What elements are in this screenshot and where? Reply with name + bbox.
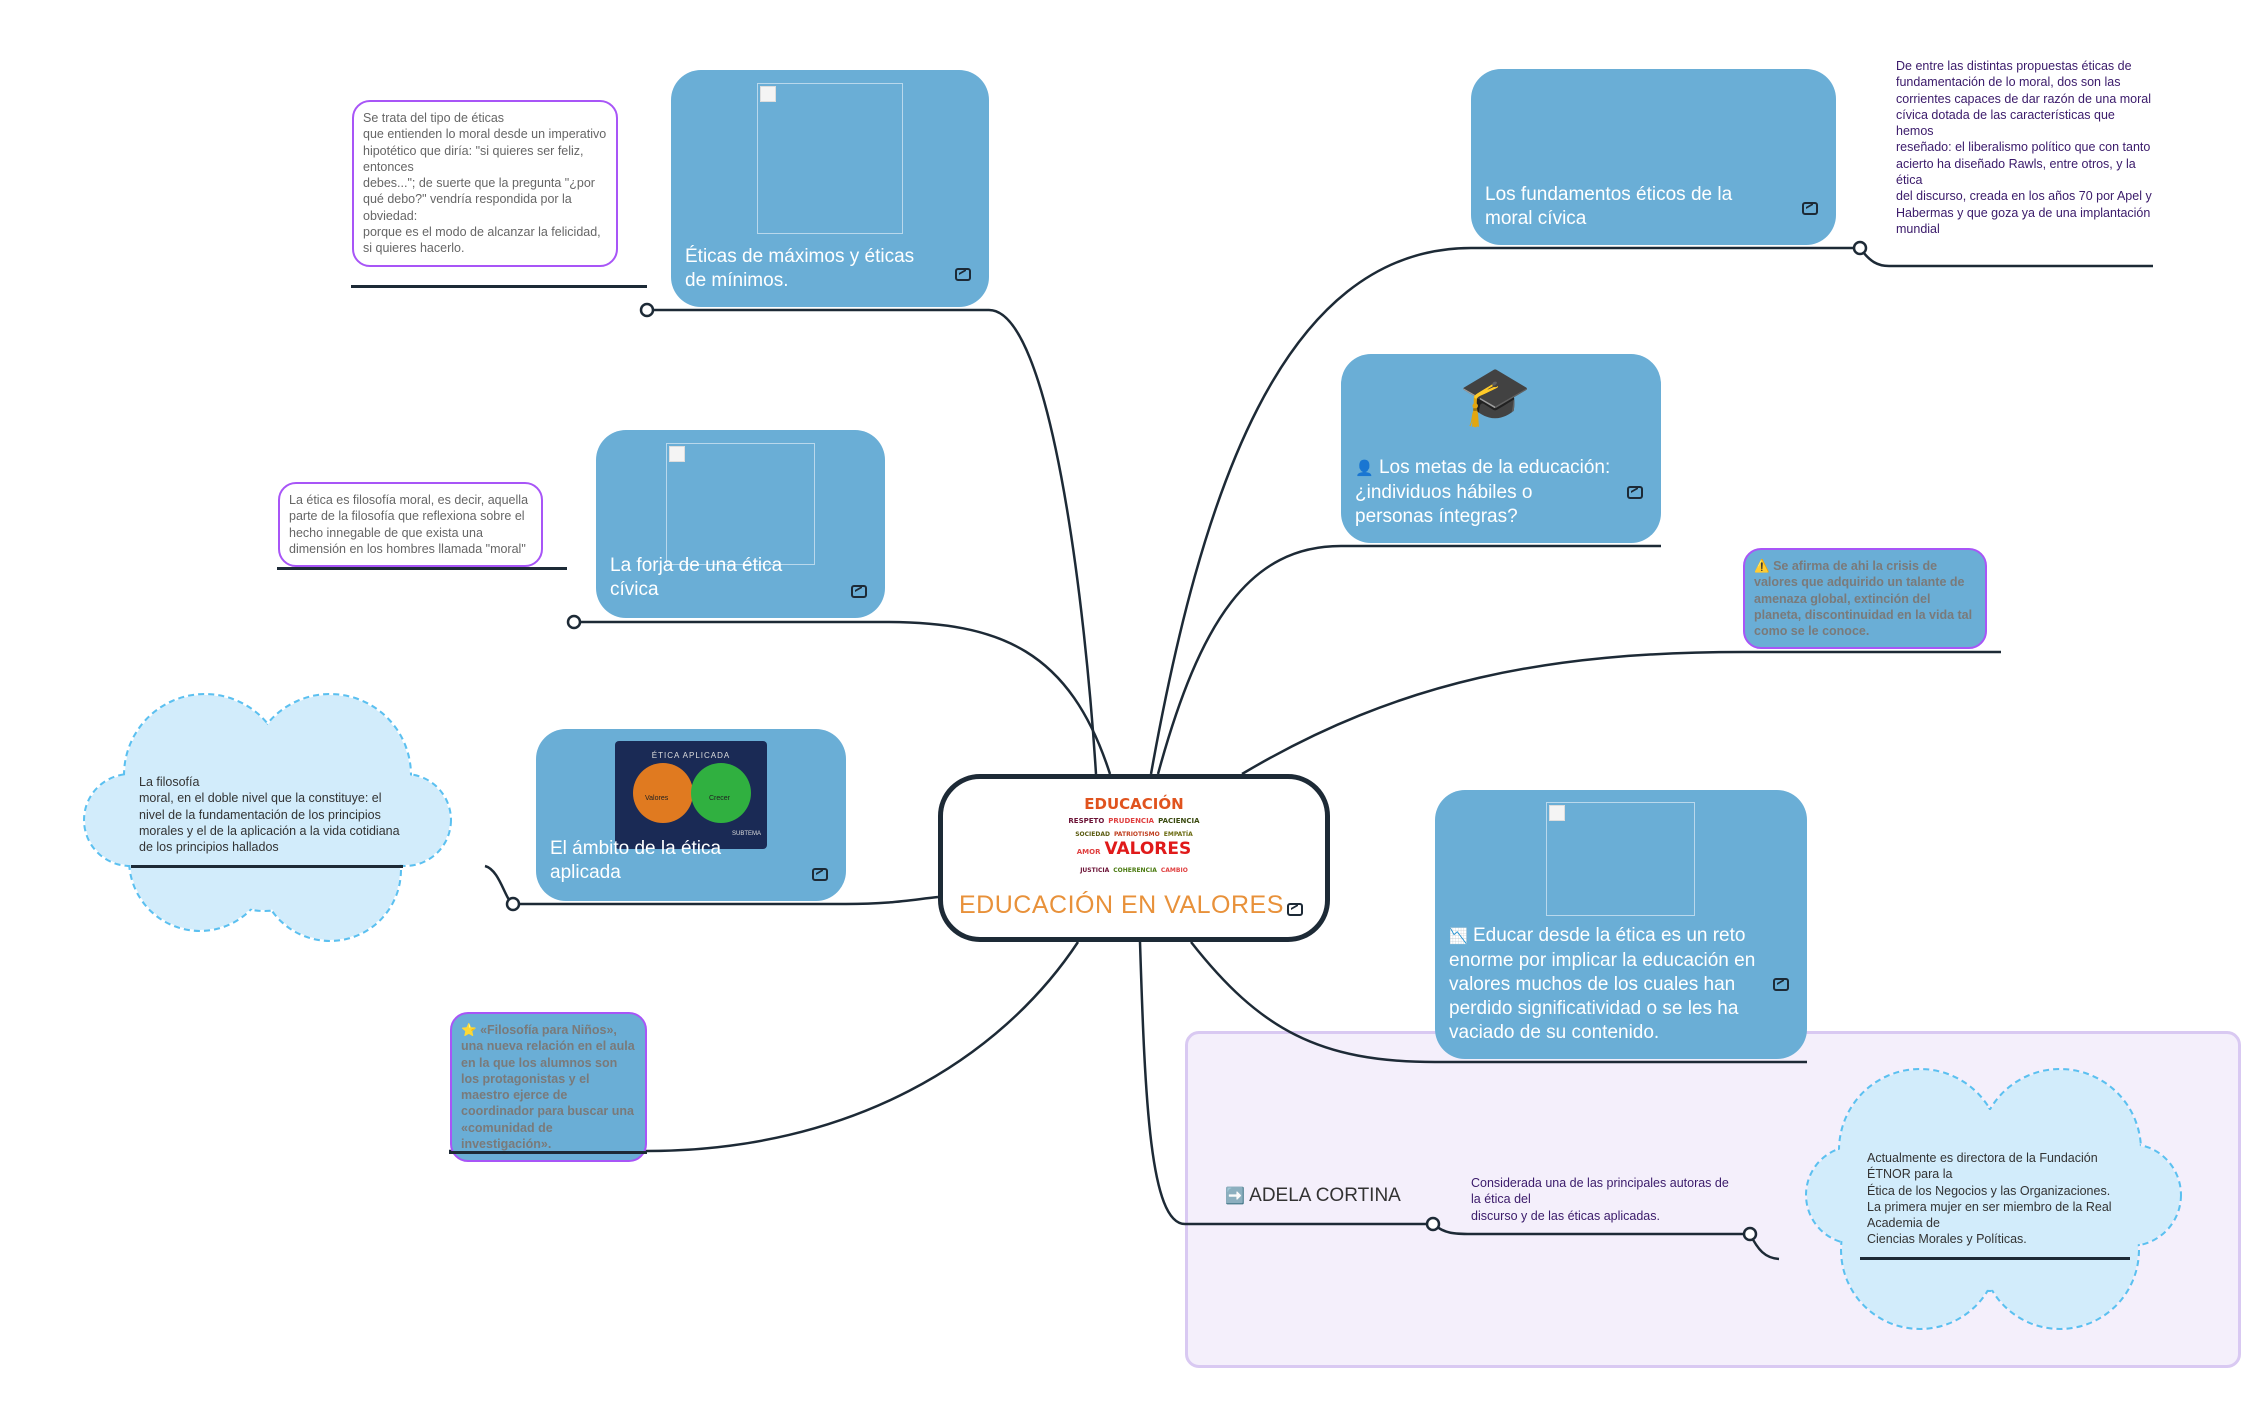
chart-icon: 📉 bbox=[1449, 928, 1468, 945]
edge-ninos bbox=[449, 941, 1080, 1153]
note-se-trata[interactable]: Se trata del tipo de éticas que entiende… bbox=[352, 100, 618, 267]
brain-left bbox=[633, 763, 693, 823]
word: AMOR bbox=[1076, 848, 1101, 856]
brain-right bbox=[691, 763, 751, 823]
note-la-etica[interactable]: La ética es filosofía moral, es decir, a… bbox=[278, 482, 543, 568]
word: VALORES bbox=[1104, 839, 1192, 859]
word: PATRIOTISMO bbox=[1113, 831, 1160, 838]
note-underline bbox=[1860, 1257, 2130, 1260]
word: COHERENCIA bbox=[1113, 867, 1157, 874]
word: CAMBIO bbox=[1160, 867, 1188, 874]
node-forja[interactable]: La forja de una ética cívica bbox=[596, 430, 885, 618]
image-icon[interactable] bbox=[955, 268, 971, 281]
image-icon[interactable] bbox=[812, 868, 828, 881]
edge-eticas-maximos bbox=[647, 308, 1098, 775]
image-icon[interactable] bbox=[1627, 486, 1643, 499]
collapse-handle[interactable] bbox=[566, 614, 582, 630]
node-label-wrap: 👤 Los metas de la educación: ¿individuos… bbox=[1355, 456, 1611, 529]
node-label-wrap: 📉 Educar desde la ética es un reto enorm… bbox=[1449, 924, 1757, 1045]
topic-adela-cortina[interactable]: ➡️ ADELA CORTINA bbox=[1225, 1185, 1401, 1207]
word: PRUDENCIA bbox=[1108, 817, 1155, 825]
node-educar[interactable]: 📉 Educar desde la ética es un reto enorm… bbox=[1435, 790, 1807, 1059]
node-metas[interactable]: 🎓 👤 Los metas de la educación: ¿individu… bbox=[1341, 354, 1661, 543]
note-de-entre[interactable]: De entre las distintas propuestas éticas… bbox=[1896, 59, 2152, 236]
collapse-handle[interactable] bbox=[639, 302, 655, 318]
node-label: La forja de una ética cívica bbox=[610, 555, 783, 600]
collapse-handle[interactable] bbox=[1425, 1216, 1441, 1232]
image-caption: SUBTEMA bbox=[731, 831, 761, 837]
edge-ambito bbox=[513, 895, 939, 906]
note-underline bbox=[351, 285, 647, 288]
warning-icon: ⚠️ bbox=[1754, 559, 1770, 573]
collapse-handle[interactable] bbox=[1742, 1226, 1758, 1242]
node-label: Educar desde la ética es un reto enorme … bbox=[1449, 925, 1756, 1043]
edge-adela bbox=[1138, 941, 1433, 1226]
note-actualmente[interactable]: Actualmente es directora de la Fundación… bbox=[1867, 1151, 2112, 1247]
image-caption: ÉTICA APLICADA bbox=[651, 751, 731, 760]
edge-fundamentos bbox=[1149, 246, 1860, 775]
topic-label: ADELA CORTINA bbox=[1249, 1185, 1401, 1206]
image-icon[interactable] bbox=[1287, 903, 1303, 916]
word: EMPATÍA bbox=[1163, 831, 1193, 838]
image-placeholder bbox=[666, 443, 815, 565]
image-placeholder bbox=[757, 83, 903, 234]
node-label: Los metas de la educación: ¿individuos h… bbox=[1355, 457, 1611, 527]
note-filosofia-ninos[interactable]: ⭐ «Filosofía para Niños», una nueva rela… bbox=[450, 1012, 647, 1163]
collapse-handle[interactable] bbox=[505, 896, 521, 912]
edge-metas bbox=[1156, 544, 1661, 775]
image-icon[interactable] bbox=[1802, 202, 1818, 215]
node-fundamentos[interactable]: Los fundamentos éticos de la moral cívic… bbox=[1471, 69, 1836, 245]
image-placeholder bbox=[1546, 802, 1695, 916]
note-text: Se afirma de ahi la crisis de valores qu… bbox=[1754, 559, 1973, 639]
edge-se-afirma bbox=[1241, 650, 2001, 776]
node-label: El ámbito de la ética aplicada bbox=[550, 838, 722, 883]
star-icon: ⭐ bbox=[461, 1023, 477, 1037]
node-eticas-maximos[interactable]: Éticas de máximos y éticas de mínimos. bbox=[671, 70, 989, 307]
note-text: «Filosofía para Niños», una nueva relaci… bbox=[461, 1023, 635, 1152]
image-icon[interactable] bbox=[851, 585, 867, 598]
edge-forja bbox=[574, 620, 1112, 775]
collapse-handle[interactable] bbox=[1852, 240, 1868, 256]
edge-educar bbox=[1190, 941, 1807, 1064]
word: SOCIEDAD bbox=[1075, 831, 1110, 838]
node-ambito[interactable]: ÉTICA APLICADA Valores Crecer SUBTEMA El… bbox=[536, 729, 846, 901]
word: JUSTICIA bbox=[1080, 867, 1110, 874]
image-icon[interactable] bbox=[1773, 978, 1789, 991]
person-icon: 👤 bbox=[1355, 460, 1374, 477]
central-title: EDUCACIÓN EN VALORES bbox=[959, 891, 1284, 919]
node-label: Éticas de máximos y éticas de mínimos. bbox=[685, 246, 915, 291]
graduation-cap-icon: 🎓 bbox=[1459, 364, 1532, 429]
word: PACIENCIA bbox=[1158, 817, 1200, 825]
note-considerada[interactable]: Considerada una de las principales autor… bbox=[1471, 1176, 1729, 1223]
note-filosofia-moral[interactable]: La filosofía moral, en el doble nivel qu… bbox=[139, 775, 400, 855]
image-caption: Crecer bbox=[709, 795, 731, 802]
word: RESPETO bbox=[1068, 817, 1105, 825]
arrow-right-icon: ➡️ bbox=[1225, 1188, 1245, 1205]
word: EDUCACIÓN bbox=[1084, 795, 1184, 813]
image-caption: Valores bbox=[645, 795, 669, 802]
note-underline bbox=[277, 567, 567, 570]
node-label: Los fundamentos éticos de la moral cívic… bbox=[1485, 184, 1733, 229]
note-se-afirma[interactable]: ⚠️ Se afirma de ahi la crisis de valores… bbox=[1743, 548, 1987, 650]
note-underline bbox=[449, 1151, 647, 1154]
etica-aplicada-image: ÉTICA APLICADA Valores Crecer SUBTEMA bbox=[615, 741, 767, 849]
note-underline bbox=[131, 865, 403, 868]
